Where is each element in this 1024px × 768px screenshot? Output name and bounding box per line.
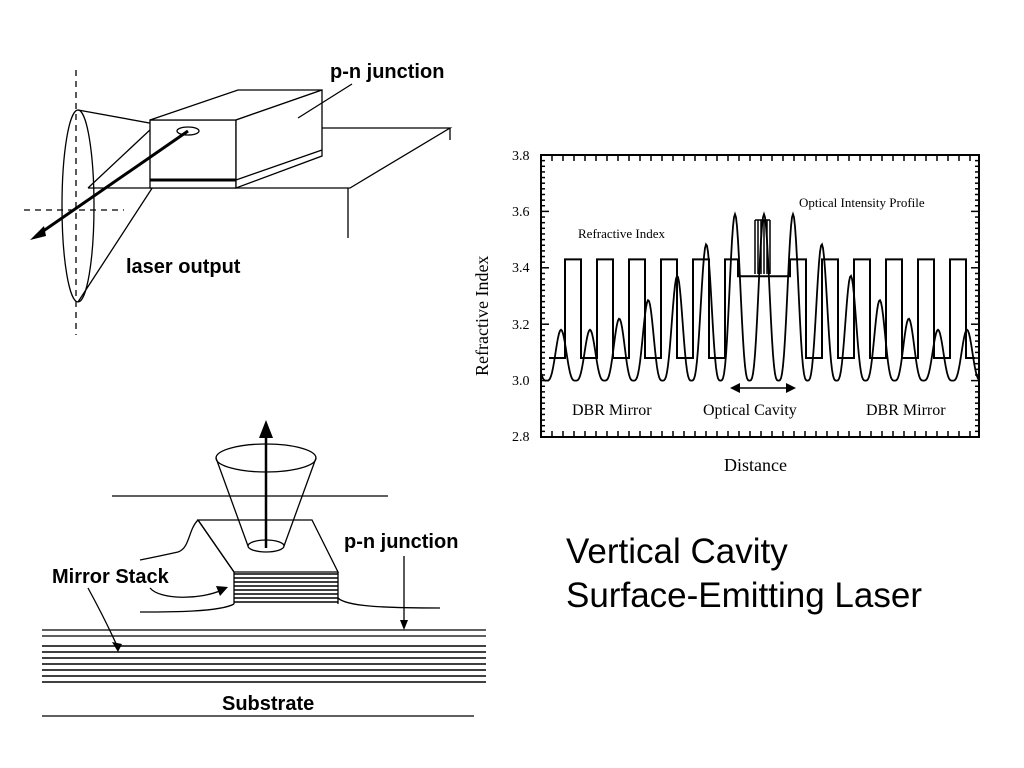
- slide-title: Vertical Cavity Surface-Emitting Laser: [566, 530, 1006, 618]
- bottom-mirror-stack: [42, 645, 486, 683]
- optical-intensity-series: [540, 211, 980, 382]
- mesa-mirror-stack: [234, 573, 338, 603]
- intensity-profile-annotation: Optical Intensity Profile: [799, 195, 925, 210]
- refractive-index-annotation: Refractive Index: [578, 226, 665, 241]
- edge-junction-label: p-n junction: [330, 61, 444, 83]
- slide-title-line-2: Surface-Emitting Laser: [566, 576, 922, 615]
- optical-cavity-arrow: [730, 383, 796, 393]
- laser-output-label: laser output: [126, 256, 241, 278]
- cavity-fine-structure: [754, 219, 771, 274]
- emission-spot: [176, 126, 200, 136]
- slide-title-line-1: Vertical Cavity: [566, 532, 788, 571]
- y-tick-3-6: 3.6: [512, 205, 530, 220]
- substrate-label: Substrate: [222, 693, 314, 715]
- optical-cavity-annotation: Optical Cavity: [703, 402, 797, 419]
- chart-ticks: [541, 154, 979, 438]
- y-tick-3-0: 3.0: [512, 374, 530, 389]
- y-tick-3-4: 3.4: [512, 261, 530, 276]
- chart-x-axis-label: Distance: [724, 455, 787, 475]
- refractive-index-series: [549, 258, 975, 360]
- chart-y-axis-label: Refractive Index: [472, 256, 492, 376]
- mirror-stack-label: Mirror Stack: [52, 566, 170, 588]
- y-tick-3-8: 3.8: [512, 149, 530, 164]
- emission-arrow: [259, 420, 273, 548]
- dbr-mirror-left-annotation: DBR Mirror: [572, 402, 652, 419]
- y-tick-2-8: 2.8: [512, 430, 530, 445]
- y-tick-3-2: 3.2: [512, 318, 530, 333]
- vcsel-junction-label: p-n junction: [344, 531, 458, 553]
- laser-output-arrow: [30, 129, 189, 240]
- dbr-mirror-right-annotation: DBR Mirror: [866, 402, 946, 419]
